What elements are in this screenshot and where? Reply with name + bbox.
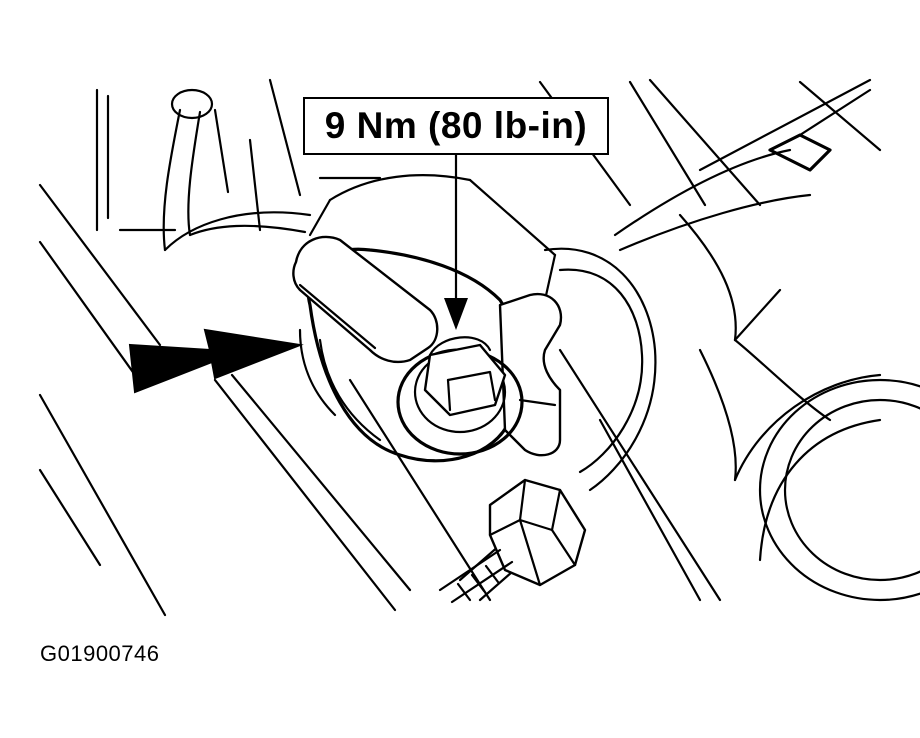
torque-spec-label: 9 Nm (80 lb-in) [324, 105, 588, 146]
torque-callout-box: 9 Nm (80 lb-in) [303, 97, 609, 155]
tube-threaded-section [438, 548, 514, 604]
callout-leader-arrow [444, 155, 468, 330]
figure-id-label: G01900746 [40, 641, 160, 666]
mounting-bracket [498, 292, 563, 457]
sensor-connector [292, 235, 439, 364]
bolt-assembly [396, 336, 524, 456]
tube-fitting-nut [488, 478, 587, 587]
location-arrow [128, 328, 304, 394]
right-side-components [613, 88, 920, 602]
vacuum-hose [162, 88, 312, 252]
